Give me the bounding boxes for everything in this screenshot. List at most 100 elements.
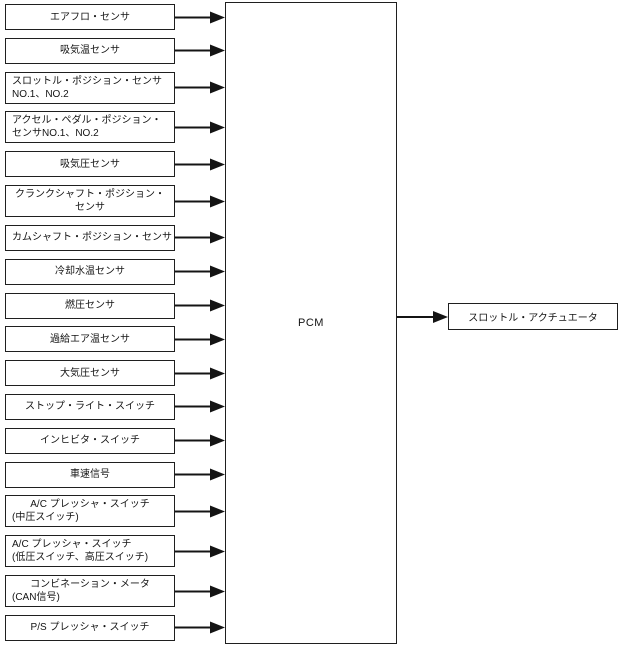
arrow-head-icon [433,310,448,323]
input-row: 車速信号 [5,461,225,488]
input-box: P/S プレッシャ・スイッチ [5,614,175,641]
input-box: カムシャフト・ポジション・センサ [5,224,175,251]
input-box-label: (中圧スイッチ) [12,512,79,524]
arrow-line [175,338,210,341]
input-box-label: ストップ・ライト・スイッチ [25,401,155,413]
input-box-label: P/S プレッシャ・スイッチ [30,622,150,634]
output-box: スロットル・アクチュエータ [448,303,618,330]
input-row: アクセル・ペダル・ポジション・センサNO.1、NO.2 [5,111,225,144]
pcm-box: PCM [225,2,397,644]
input-arrow-icon [175,505,225,518]
input-box-label: アクセル・ペダル・ポジション・ [12,115,162,127]
arrow-head-icon [210,11,225,23]
arrow-line [175,49,210,52]
input-arrow-icon [175,468,225,481]
input-box: 過給エア温センサ [5,326,175,353]
arrow-head-icon [210,400,225,413]
input-box-label: 吸気圧センサ [60,158,120,170]
pcm-output-arrow-icon [397,310,448,323]
arrow-line [175,372,210,375]
input-row: クランクシャフト・ポジション・センサ [5,185,225,218]
arrow-line [175,200,210,203]
input-box: 吸気圧センサ [5,151,175,178]
input-arrow-icon [175,195,225,208]
arrow-line [175,626,210,629]
input-row: ストップ・ライト・スイッチ [5,393,225,420]
input-row: 冷却水温センサ [5,258,225,285]
input-box-label: 冷却水温センサ [55,266,125,278]
arrow-head-icon [210,333,225,346]
input-row: 吸気圧センサ [5,151,225,178]
input-arrow-icon [175,81,225,94]
input-box-label: 吸気温センサ [60,45,120,57]
arrow-line [175,405,210,408]
input-arrow-icon [175,367,225,380]
input-box-label: (CAN信号) [12,592,60,603]
arrow-line [175,236,210,239]
input-row: コンビネーション・メータ (CAN信号) [5,575,225,607]
input-box-label: カムシャフト・ポジション・センサ [12,232,172,244]
input-box: アクセル・ペダル・ポジション・センサNO.1、NO.2 [5,111,175,144]
arrow-line [175,270,210,273]
input-box-label: コンビネーション・メータ [30,579,150,590]
arrow-head-icon [210,195,225,208]
input-box-label: NO.1、NO.2 [12,88,69,100]
input-box-label: センサ [75,202,105,214]
input-row: 過給エア温センサ [5,326,225,353]
arrow-line [397,315,433,318]
input-row: インヒビタ・スイッチ [5,427,225,454]
input-box: 大気圧センサ [5,360,175,387]
input-row: カムシャフト・ポジション・センサ [5,224,225,251]
input-box-label: スロットル・ポジション・センサ [12,75,162,87]
arrow-head-icon [210,265,225,278]
input-row: A/C プレッシャ・スイッチ(低圧スイッチ、高圧スイッチ) [5,535,225,568]
input-row: 大気圧センサ [5,360,225,387]
input-box-label: センサNO.1、NO.2 [12,128,99,140]
arrow-line [175,473,210,476]
arrow-line [175,550,210,553]
arrow-line [175,439,210,442]
input-box-label: エアフロ・センサ [50,11,130,23]
arrow-head-icon [210,468,225,481]
arrow-head-icon [210,434,225,447]
arrow-head-icon [210,585,225,597]
arrow-head-icon [210,158,225,171]
input-box: A/C プレッシャ・スイッチ(低圧スイッチ、高圧スイッチ) [5,535,175,568]
arrow-head-icon [210,505,225,518]
input-row: A/C プレッシャ・スイッチ(中圧スイッチ) [5,495,225,528]
input-arrow-icon [175,265,225,278]
arrow-head-icon [210,44,225,57]
arrow-line [175,86,210,89]
input-row: 吸気温センサ [5,37,225,64]
input-box-label: A/C プレッシャ・スイッチ [30,499,150,511]
arrow-head-icon [210,367,225,380]
arrow-line [175,304,210,307]
arrow-line [175,126,210,129]
output-label: スロットル・アクチュエータ [468,313,598,324]
input-row: P/S プレッシャ・スイッチ [5,614,225,641]
input-box: クランクシャフト・ポジション・センサ [5,185,175,218]
arrow-line [175,510,210,513]
arrow-head-icon [210,81,225,94]
input-box-label: 車速信号 [70,469,110,481]
input-box: エアフロ・センサ [5,4,175,30]
input-box: 冷却水温センサ [5,258,175,285]
input-box: 車速信号 [5,461,175,488]
input-box: コンビネーション・メータ (CAN信号) [5,575,175,607]
input-box: インヒビタ・スイッチ [5,427,175,454]
input-box-label: 大気圧センサ [60,367,120,379]
input-arrow-icon [175,158,225,171]
arrow-head-icon [210,621,225,634]
input-row: エアフロ・センサ [5,4,225,30]
input-box-label: 過給エア温センサ [50,333,130,345]
arrow-line [175,163,210,166]
input-arrow-icon [175,44,225,57]
input-box-label: A/C プレッシャ・スイッチ [12,539,132,551]
input-box-label: インヒビタ・スイッチ [40,435,140,447]
input-box-label: 燃圧センサ [65,300,115,311]
arrow-line [175,16,210,18]
input-box: ストップ・ライト・スイッチ [5,393,175,420]
